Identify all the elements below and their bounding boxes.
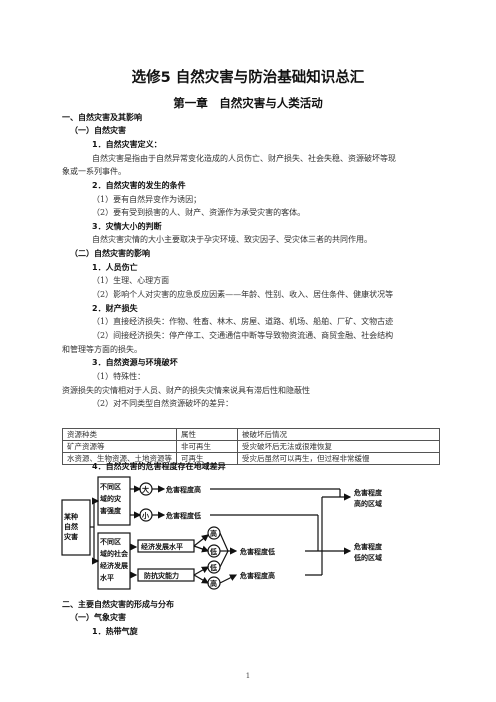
subsection-heading: （二）自然灾害的影响	[70, 249, 150, 258]
disaster-label: 灾害	[64, 532, 78, 541]
item-heading: 2．自然灾害的发生的条件	[92, 181, 186, 190]
harm-flow-diagram: 某种 自然 灾害 不同区 域的灾 害强度 不同区 域的社会 经济发展 水平 大 …	[61, 476, 383, 590]
economy-label: 水平	[100, 573, 114, 582]
resource-table: 资源种类 属性 被破坏后情况 矿产资源等 非可再生 受灾破坏后无法或很难恢复 水…	[62, 428, 440, 465]
paragraph-line: （2）影响个人对灾害的应急反应因素——年龄、性别、收入、居住条件、健康状况等	[92, 290, 394, 299]
disaster-label: 自然	[64, 522, 78, 531]
paragraph-line: 自然灾害灾情的大小主要取决于孕灾环境、致灾因子、受灾体三者的共同作用。	[92, 235, 372, 244]
table-cell: 受灾后虽然可以再生，但过程非常缓慢	[237, 452, 440, 465]
region-high-label: 高的区域	[354, 499, 382, 508]
region-low-label: 低的区域	[353, 553, 382, 562]
item-heading: 4．自然灾害的危害程度存在地域差异	[92, 462, 226, 471]
item-heading: 3．自然资源与环境破坏	[92, 358, 178, 367]
table-cell: 受灾破坏后无法或很难恢复	[237, 440, 440, 453]
harm-high-label-2: 危害程度高	[239, 571, 275, 580]
paragraph-line: （1）直接经济损失：作物、牲畜、林木、房屋、道路、机场、船舶、厂矿、文物古迹	[92, 317, 394, 326]
small-label: 小	[141, 511, 149, 520]
intensity-label: 不同区	[100, 483, 121, 491]
table-row: 水资源、生物资源、土地资源等 可再生 受灾后虽然可以再生，但过程非常缓慢	[62, 452, 440, 465]
page-number: 1	[245, 672, 251, 680]
document-title: 选修5 自然灾害与防治基础知识总汇	[131, 70, 365, 86]
harm-low-label-2: 危害程度低	[239, 547, 275, 556]
intensity-label: 害强度	[100, 506, 122, 515]
paragraph-line: （1）生理、心理方面	[92, 276, 170, 285]
paragraph-line: （2）间接经济损失：停产停工、交通通信中断等导致物资流通、商贸金融、社会结构	[92, 331, 394, 340]
subsection-heading: （一）气象灾害	[70, 613, 126, 622]
low-label: 低	[209, 547, 217, 556]
item-heading: 1．自然灾害定义：	[92, 140, 162, 149]
table-header-cell: 资源种类	[62, 428, 177, 441]
economy-label: 经济发展	[100, 561, 129, 570]
table-cell: 非可再生	[176, 440, 238, 453]
subsection-heading: （一）自然灾害	[70, 126, 126, 135]
big-label: 大	[142, 485, 149, 494]
section-heading: 一、自然灾害及其影响	[62, 113, 142, 122]
paragraph-line: 象或一系列事件。	[62, 167, 126, 176]
table-cell: 可再生	[176, 452, 238, 465]
economy-label: 不同区	[100, 538, 121, 546]
paragraph-line: 自然灾害是指由于自然异常变化造成的人员伤亡、财产损失、社会失稳、资源破坏等现	[92, 154, 396, 163]
table-cell: 矿产资源等	[62, 440, 177, 453]
resist-ability-label: 防抗灾能力	[144, 571, 179, 580]
chapter-heading: 第一章 自然灾害与人类活动	[173, 96, 323, 110]
economy-label: 域的社会	[100, 549, 129, 558]
econ-level-label: 经济发展水平	[141, 542, 183, 551]
region-low-label: 危害程度	[353, 542, 383, 551]
paragraph-line: （2）对不同类型自然资源破坏的差异：	[92, 399, 234, 408]
harm-low-label: 危害程度低	[165, 511, 201, 520]
section-heading: 二、主要自然灾害的形成与分布	[62, 600, 174, 609]
table-cell: 水资源、生物资源、土地资源等	[62, 452, 177, 465]
item-heading: 3．灾情大小的判断	[92, 222, 162, 231]
harm-high-label: 危害程度高	[165, 485, 201, 494]
table-header-cell: 被破坏后情况	[237, 428, 440, 441]
item-heading: 2．财产损失	[92, 304, 138, 313]
item-heading: 1．热带气旋	[92, 627, 138, 636]
disaster-label: 某种	[63, 512, 78, 521]
paragraph-line: （2）要有受到损害的人、财产、资源作为承受灾害的客体。	[92, 208, 306, 217]
paragraph-line: （1）要有自然异变作为诱因；	[92, 195, 202, 204]
high-label: 高	[210, 579, 217, 588]
paragraph-line: （1）特殊性：	[92, 372, 146, 381]
table-row: 矿产资源等 非可再生 受灾破坏后无法或很难恢复	[62, 440, 440, 453]
intensity-label: 域的灾	[100, 494, 121, 503]
low-label: 低	[209, 563, 217, 572]
table-header-row: 资源种类 属性 被破坏后情况	[62, 428, 440, 441]
high-label: 高	[210, 529, 217, 538]
paragraph-line: 和管理等方面的损失。	[62, 345, 142, 354]
paragraph-line: 资源损失的灾情相对于人员、财产的损失灾情来说具有滞后性和隐蔽性	[62, 386, 310, 395]
table-header-cell: 属性	[176, 428, 238, 441]
item-heading: 1．人员伤亡	[92, 263, 138, 272]
region-high-label: 危害程度	[353, 488, 383, 497]
